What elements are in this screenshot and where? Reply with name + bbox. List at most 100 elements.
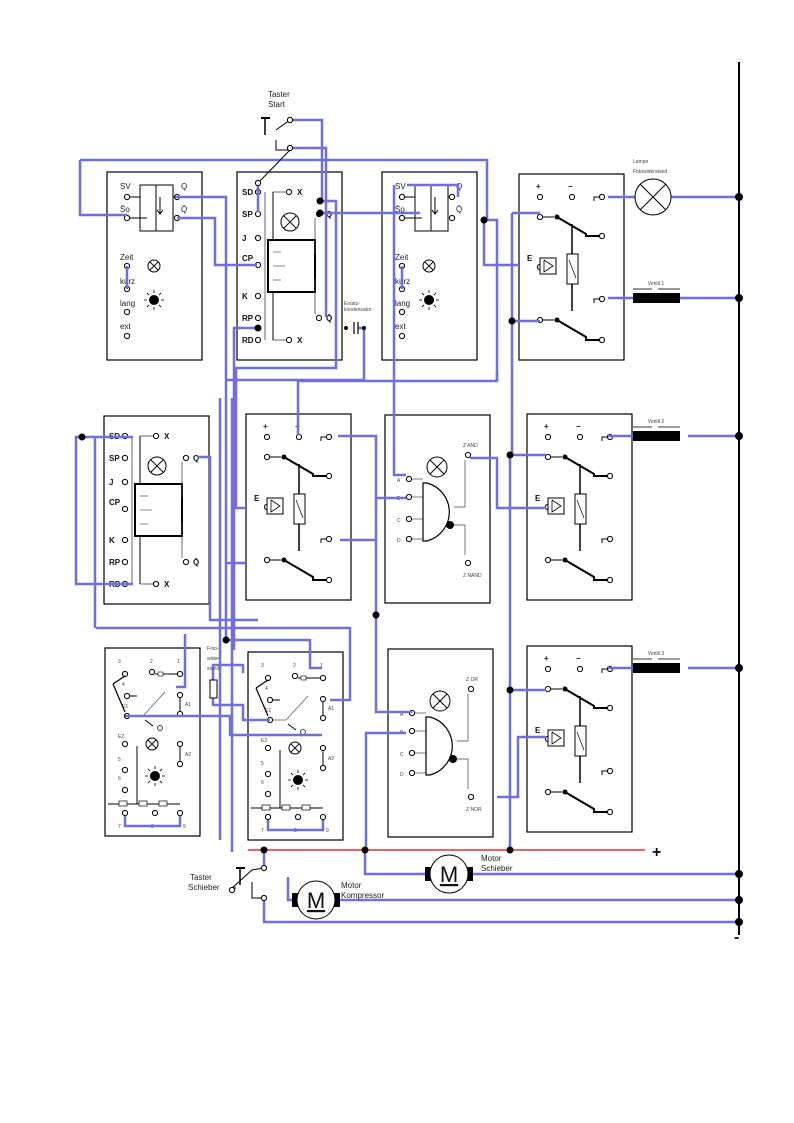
terminal-c1[interactable] [544, 685, 552, 693]
terminal-qn[interactable] [182, 558, 190, 566]
terminal-z-bottom[interactable] [464, 559, 472, 567]
terminal-b[interactable] [408, 727, 416, 735]
terminal-x-bottom[interactable] [152, 580, 160, 588]
terminal-nc1[interactable] [598, 232, 606, 240]
terminal-c1[interactable] [263, 453, 271, 461]
terminal-6[interactable] [264, 790, 272, 798]
terminal-s0[interactable] [398, 214, 406, 222]
terminal-lang[interactable] [123, 308, 131, 316]
terminal-x-top[interactable] [152, 432, 160, 440]
terminal-z-top[interactable] [467, 685, 475, 693]
terminal-a2b[interactable] [319, 764, 327, 772]
terminal-minus[interactable] [576, 665, 584, 673]
terminal[interactable] [286, 116, 294, 124]
terminal-k[interactable] [121, 536, 129, 544]
terminal-nc1[interactable] [325, 472, 333, 480]
terminal-x-bottom[interactable] [285, 336, 293, 344]
terminal-a2[interactable] [319, 744, 327, 752]
terminal-5[interactable] [264, 770, 272, 778]
terminal-3[interactable] [121, 670, 129, 678]
terminal-c1[interactable] [544, 453, 552, 461]
terminal-j[interactable] [254, 234, 262, 242]
terminal-4[interactable] [123, 692, 131, 700]
terminal-z-bottom[interactable] [467, 793, 475, 801]
terminal-9[interactable] [176, 809, 184, 817]
terminal-c2[interactable] [544, 556, 552, 564]
terminal-minus[interactable] [568, 193, 576, 201]
terminal-qn[interactable] [448, 214, 456, 222]
terminal-nc2[interactable] [598, 336, 606, 344]
terminal-nc2[interactable] [606, 576, 614, 584]
terminal-7[interactable] [264, 813, 272, 821]
terminal-ext[interactable] [123, 332, 131, 340]
terminal-a[interactable] [405, 475, 413, 483]
terminal-c2[interactable] [263, 556, 271, 564]
terminal-out2[interactable] [606, 535, 614, 543]
terminal-3[interactable] [264, 674, 272, 682]
terminal-a2b[interactable] [176, 760, 184, 768]
terminal-8[interactable] [151, 809, 159, 817]
terminal[interactable] [286, 144, 294, 152]
terminal-plus[interactable] [536, 193, 544, 201]
terminal-minus[interactable] [576, 433, 584, 441]
terminal-a1[interactable] [176, 691, 184, 699]
terminal-b[interactable] [405, 493, 413, 501]
terminal-cp[interactable] [121, 505, 129, 513]
terminal-6[interactable] [121, 786, 129, 794]
terminal-c[interactable] [405, 515, 413, 523]
taster-start-button[interactable] [254, 116, 294, 187]
terminal-e2[interactable] [264, 744, 272, 752]
terminal-a2[interactable] [176, 740, 184, 748]
terminal-c2[interactable] [544, 788, 552, 796]
terminal-rd[interactable] [254, 336, 262, 344]
terminal-a1b[interactable] [319, 714, 327, 722]
terminal-5[interactable] [121, 766, 129, 774]
terminal-nc1[interactable] [606, 704, 614, 712]
terminal-c[interactable] [408, 749, 416, 757]
terminal-nc2[interactable] [325, 576, 333, 584]
terminal[interactable] [228, 886, 236, 894]
terminal-sv[interactable] [123, 193, 131, 201]
terminal-a1[interactable] [319, 695, 327, 703]
terminal-out1[interactable] [598, 193, 606, 201]
terminal-q[interactable] [182, 454, 190, 462]
terminal-plus[interactable] [544, 433, 552, 441]
terminal[interactable] [254, 179, 262, 187]
terminal-out2[interactable] [606, 767, 614, 775]
terminal-plus[interactable] [544, 665, 552, 673]
terminal-q[interactable] [448, 193, 456, 201]
terminal-z-top[interactable] [464, 451, 472, 459]
terminal-out2[interactable] [598, 295, 606, 303]
terminal-2[interactable] [148, 668, 156, 676]
terminal-7[interactable] [121, 809, 129, 817]
terminal-1[interactable] [176, 670, 184, 678]
terminal-qn[interactable] [315, 314, 323, 322]
terminal-sv[interactable] [398, 193, 406, 201]
terminal-1[interactable] [319, 674, 327, 682]
terminal-c1[interactable] [536, 213, 544, 221]
terminal-x-top[interactable] [285, 188, 293, 196]
terminal[interactable] [260, 864, 268, 872]
terminal-rp[interactable] [121, 558, 129, 566]
terminal[interactable] [260, 894, 268, 902]
terminal-d[interactable] [408, 769, 416, 777]
terminal-d[interactable] [405, 535, 413, 543]
terminal-minus[interactable] [295, 433, 303, 441]
terminal-8[interactable] [294, 813, 302, 821]
terminal-ext[interactable] [398, 332, 406, 340]
terminal-lang[interactable] [398, 308, 406, 316]
terminal-sp[interactable] [254, 210, 262, 218]
terminal-plus[interactable] [263, 433, 271, 441]
terminal-sp[interactable] [121, 454, 129, 462]
terminal-nc2[interactable] [606, 808, 614, 816]
terminal-out2[interactable] [325, 535, 333, 543]
terminal-k[interactable] [254, 292, 262, 300]
terminal-9[interactable] [319, 813, 327, 821]
terminal-4[interactable] [266, 696, 274, 704]
terminal-rp[interactable] [254, 314, 262, 322]
terminal-nc1[interactable] [606, 472, 614, 480]
terminal-out1[interactable] [325, 433, 333, 441]
terminal-2[interactable] [291, 672, 299, 680]
terminal-e2[interactable] [121, 740, 129, 748]
taster-schieber-button[interactable] [228, 864, 268, 902]
